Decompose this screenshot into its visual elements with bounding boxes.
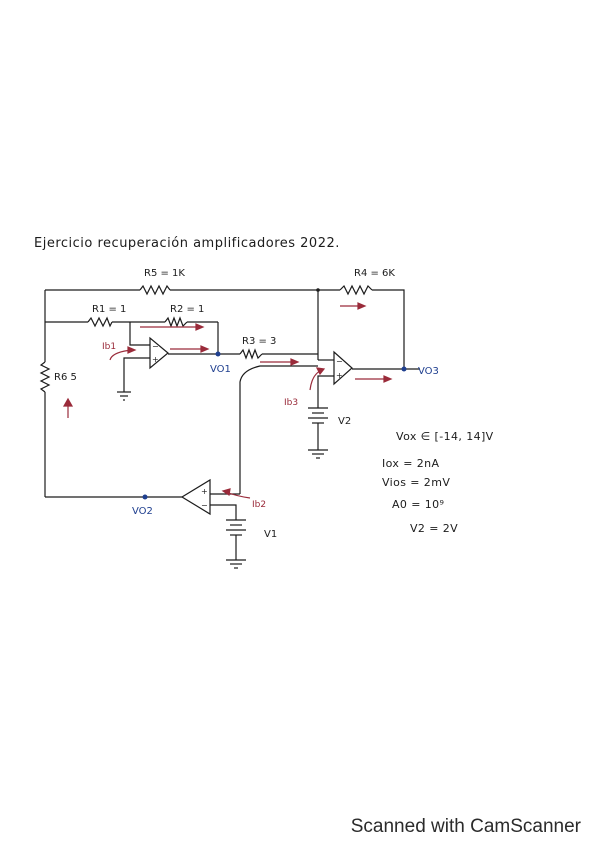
r3-resistor xyxy=(239,348,263,360)
v2-label: V2 xyxy=(338,416,351,427)
opamp-3-minus: − xyxy=(336,357,343,366)
camscanner-watermark: Scanned with CamScanner xyxy=(350,816,581,837)
ib3-label: Ib3 xyxy=(284,398,298,408)
r4-label: R4 = 6K xyxy=(354,268,395,279)
r2-label: R2 = 1 xyxy=(170,304,204,315)
opamp-3-plus: + xyxy=(336,371,343,380)
param-v2: V2 = 2V xyxy=(410,522,458,535)
vo3-label: VO3 xyxy=(418,366,439,377)
node-vo3 xyxy=(401,366,407,372)
opamp-2-minus: − xyxy=(201,501,208,510)
node-junction xyxy=(316,288,320,292)
opamp-1-minus: − xyxy=(152,342,159,351)
v1-label: V1 xyxy=(264,529,277,540)
param-iox: Iox = 2nA xyxy=(382,457,440,470)
param-a0: A0 = 10⁹ xyxy=(392,498,444,511)
r1-resistor xyxy=(87,316,113,328)
r6-label: R6 5 xyxy=(54,372,77,383)
ground-opamp1 xyxy=(117,391,131,401)
r2-resistor xyxy=(164,316,188,328)
vo1-label: VO1 xyxy=(210,364,231,375)
ib2-label: Ib2 xyxy=(252,500,266,510)
ground-v1 xyxy=(226,559,246,569)
r3-label: R3 = 3 xyxy=(242,336,276,347)
r5-label: R5 = 1K xyxy=(144,268,185,279)
v2-source xyxy=(308,407,328,428)
opamp-3 xyxy=(333,350,353,386)
r1-label: R1 = 1 xyxy=(92,304,126,315)
v1-source xyxy=(226,519,246,540)
r5-resistor xyxy=(139,284,171,296)
opamp-1 xyxy=(149,336,169,370)
exercise-title: Ejercicio recuperación amplificadores 20… xyxy=(34,236,340,251)
ground-v2 xyxy=(308,449,328,459)
node-vo2 xyxy=(142,494,148,500)
wires xyxy=(44,289,420,560)
r4-resistor xyxy=(339,284,373,296)
param-vios: Vios = 2mV xyxy=(382,476,450,489)
opamp-2-plus: + xyxy=(201,487,208,496)
ib1-label: Ib1 xyxy=(102,342,116,352)
opamp-2 xyxy=(180,478,211,516)
node-vo1 xyxy=(215,351,221,357)
param-vox: Vox ∈ [-14, 14]V xyxy=(396,430,494,443)
vo2-label: VO2 xyxy=(132,506,153,517)
opamp-1-plus: + xyxy=(152,355,159,364)
r6-resistor xyxy=(39,361,51,393)
current-arrows xyxy=(62,302,393,499)
